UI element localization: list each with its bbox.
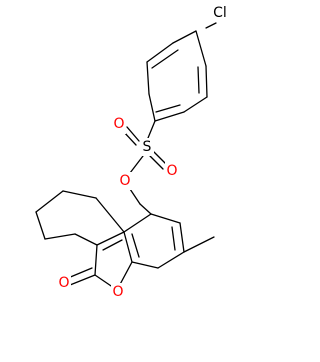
bond <box>44 233 76 240</box>
sulfur-label: S <box>143 139 152 155</box>
chlorine-label: Cl <box>213 5 227 21</box>
bond <box>102 239 123 251</box>
bond <box>179 222 185 253</box>
structure-diagram: Cl S O O O O O <box>35 4 232 301</box>
ring-oxygen-atom: O <box>111 283 125 301</box>
bond <box>147 120 156 139</box>
bond <box>95 197 125 233</box>
bond <box>123 213 152 233</box>
bond <box>146 42 174 63</box>
atom-labels: Cl S O O O O O <box>57 4 232 301</box>
bond <box>74 233 98 246</box>
ester-oxygen-label: O <box>119 173 130 189</box>
bond <box>153 151 168 166</box>
bond <box>139 203 152 215</box>
sulfur-atom: S <box>140 138 154 156</box>
sulfonyl-oxygen-left-label: O <box>113 116 124 132</box>
bond <box>197 66 200 94</box>
ring-oxygen-label: O <box>112 284 123 300</box>
bond <box>195 30 207 67</box>
bond <box>205 22 217 29</box>
bond <box>151 49 179 69</box>
chlorine-atom: Cl <box>208 4 232 22</box>
carbonyl-oxygen-atom: O <box>57 274 71 292</box>
bond <box>157 251 185 269</box>
bond <box>67 267 93 279</box>
sulfonyl-oxygen-left-atom: O <box>112 116 126 134</box>
sulfonyl-oxygen-right-atom: O <box>165 162 179 180</box>
bond <box>172 30 197 44</box>
bond <box>131 261 159 269</box>
molecule-drawing: Cl S O O O O O <box>35 4 232 301</box>
bonds <box>35 22 217 291</box>
bond <box>69 274 96 286</box>
bond <box>62 190 97 199</box>
bond <box>35 211 46 240</box>
bond <box>150 213 181 224</box>
sulfonyl-oxygen-right-label: O <box>166 163 177 179</box>
bond <box>131 233 140 258</box>
bond <box>35 190 64 213</box>
bond <box>154 111 185 122</box>
bond <box>148 93 156 122</box>
carbonyl-oxygen-label: O <box>58 275 69 291</box>
bond <box>205 65 208 98</box>
bond <box>171 226 176 251</box>
bond <box>129 155 144 174</box>
ester-oxygen-atom: O <box>118 172 132 190</box>
bond <box>129 188 141 205</box>
bond <box>183 236 215 253</box>
bond <box>126 126 140 142</box>
bond <box>96 231 125 246</box>
bond <box>146 61 150 95</box>
bond <box>155 104 181 113</box>
bond <box>123 231 133 263</box>
bond <box>149 155 164 170</box>
bond <box>183 96 208 113</box>
bond <box>94 244 98 276</box>
